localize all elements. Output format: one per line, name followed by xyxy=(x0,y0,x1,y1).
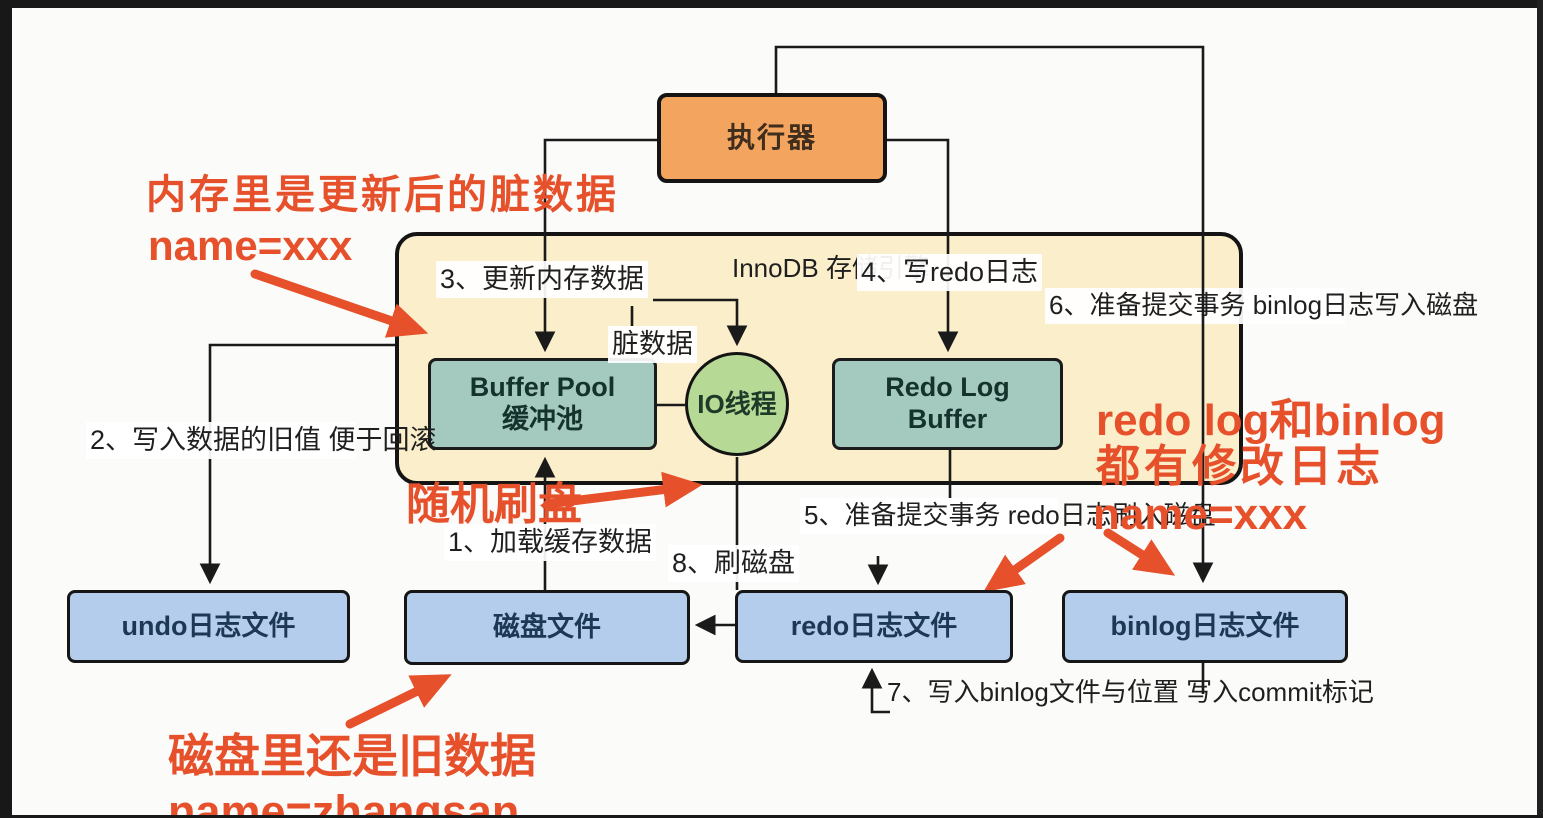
step6-label: 6、准备提交事务 binlog日志写入磁盘 xyxy=(1045,288,1478,324)
frame-bottom-edge xyxy=(0,815,1543,818)
annotation-logs-line2: 都有修改日志 xyxy=(1096,442,1384,491)
arrow-engine-to-undo-file xyxy=(199,343,395,585)
arrow-step7-to-redo-file xyxy=(861,667,890,714)
arrow-executor-to-redo-log-buffer xyxy=(887,138,959,353)
step7-label: 7、写入binlog文件与位置 写入commit标记 xyxy=(887,677,1374,707)
executor-label: 执行器 xyxy=(726,122,817,154)
annotation-random-flush: 随机刷盘 xyxy=(406,480,582,529)
red-arrow-logs-to-redo-icon xyxy=(983,533,1065,593)
io-thread-label: IO线程 xyxy=(697,388,777,419)
frame-left-edge xyxy=(0,0,12,818)
redo-log-buffer-node: Redo Log Buffer xyxy=(832,358,1063,450)
step4-label: 4、写redo日志 xyxy=(857,254,1043,292)
buffer-pool-node: Buffer Pool 缓冲池 xyxy=(428,358,657,450)
red-arrow-disk-old-icon xyxy=(345,674,452,729)
annotation-memory-dirty-line1: 内存里是更新后的脏数据 xyxy=(146,173,619,217)
annotation-logs-line3: name=xxx xyxy=(1093,490,1308,539)
dirty-data-label: 脏数据 xyxy=(608,326,697,364)
step8-label: 8、刷磁盘 xyxy=(668,545,800,583)
step2-label: 2、写入数据的旧值 便于回滚 xyxy=(86,422,437,460)
red-arrow-random-flush-icon xyxy=(543,471,703,509)
step1-label: 1、加载缓存数据 xyxy=(444,524,657,562)
executor-node: 执行器 xyxy=(657,93,887,183)
redo-file-node: redo日志文件 xyxy=(735,590,1013,663)
frame-right-edge xyxy=(1537,0,1543,818)
red-arrow-memory-dirty-icon xyxy=(250,269,429,338)
step5-label: 5、准备提交事务 redo日志刷入磁盘 xyxy=(800,498,1216,534)
step3-label: 3、更新内存数据 xyxy=(436,261,649,299)
binlog-file-node: binlog日志文件 xyxy=(1062,590,1348,663)
disk-file-node: 磁盘文件 xyxy=(404,590,690,665)
annotation-disk-old-line2: name=zhangsan xyxy=(168,786,520,818)
frame-top-edge xyxy=(0,0,1543,8)
red-arrow-logs-to-binlog-icon xyxy=(1103,528,1176,576)
io-thread-node: IO线程 xyxy=(685,352,789,456)
annotation-logs-line1: redo log和binlog xyxy=(1096,396,1446,445)
undo-file-node: undo日志文件 xyxy=(67,590,350,663)
annotation-disk-old-line1: 磁盘里还是旧数据 xyxy=(168,730,536,782)
arrow-executor-to-binlog-file xyxy=(774,45,1214,584)
arrow-step3-to-io-thread xyxy=(653,298,748,347)
annotation-memory-dirty-line2: name=xxx xyxy=(148,222,353,269)
